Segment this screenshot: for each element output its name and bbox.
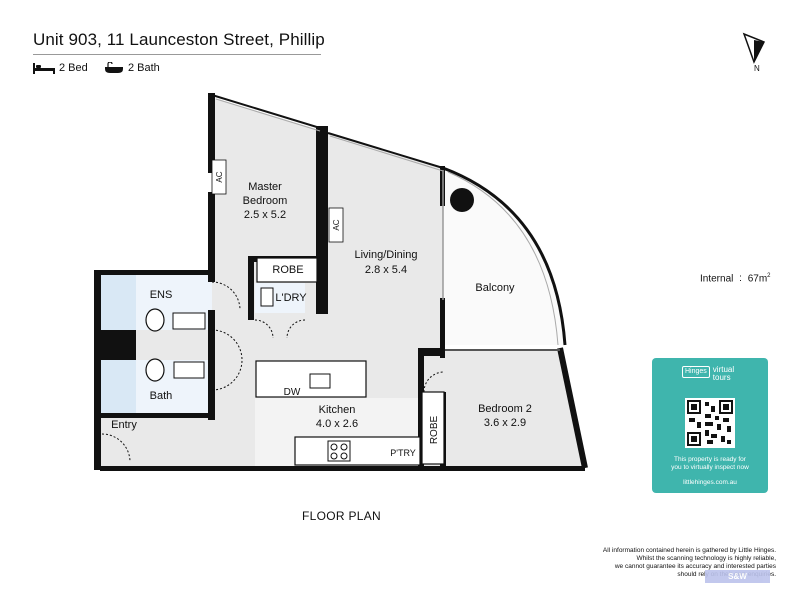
ac1-label: AC	[215, 171, 224, 182]
bed2-robe-name: ROBE	[429, 416, 440, 445]
master-robe	[256, 257, 318, 283]
bed2-robe	[421, 391, 445, 465]
ens-toilet-icon	[145, 308, 165, 332]
kitchen-name: Kitchen	[319, 404, 356, 416]
agency-badge: S&W	[705, 570, 770, 583]
kitchen-island	[255, 360, 367, 398]
bedroom2-name: Bedroom 2	[478, 403, 532, 415]
column	[450, 188, 474, 212]
sink-icon	[309, 373, 331, 389]
north-arrow-icon	[742, 32, 766, 64]
card-line2: you to virtually inspect now	[671, 464, 749, 471]
master-bedroom-dims: 2.5 x 5.2	[244, 209, 286, 221]
living-dining-dims: 2.8 x 5.4	[365, 264, 407, 276]
ac2-label: AC	[332, 219, 341, 230]
property-title: Unit 903, 11 Launceston Street, Phillip	[33, 30, 325, 49]
internal-area: Internal : 67m2	[700, 273, 771, 284]
bath-vanity	[173, 361, 205, 379]
master-bedroom-name-1: Master	[248, 181, 282, 193]
qr-code-icon[interactable]	[685, 398, 735, 448]
master-robe-name: ROBE	[272, 264, 303, 276]
master-bedroom-name-2: Bedroom	[243, 195, 288, 207]
balcony-name: Balcony	[475, 282, 515, 294]
card-description: This property is ready for you to virtua…	[658, 456, 762, 472]
baths-feature: 2 Bath	[104, 62, 160, 74]
floor-plan-label: FLOOR PLAN	[302, 509, 382, 523]
north-label: N	[754, 64, 760, 73]
kitchen-bench	[294, 436, 421, 466]
internal-separator: :	[739, 273, 742, 285]
ens-shower	[100, 275, 136, 330]
logo-box-text: Hinges	[682, 366, 710, 378]
entry-name: Entry	[111, 419, 137, 431]
logo-line1: virtual	[712, 365, 735, 374]
beds-feature: 2 Bed	[33, 62, 88, 74]
disclaimer-line3: we cannot guarantee its accuracy and int…	[614, 563, 776, 570]
living-dining-name: Living/Dining	[355, 249, 418, 261]
bath-icon	[105, 62, 123, 73]
ens-name: ENS	[150, 289, 173, 301]
bedroom2-dims: 3.6 x 2.9	[484, 417, 526, 429]
internal-value: 67m	[747, 273, 768, 285]
laundry-tub	[260, 287, 274, 307]
bath-shower	[100, 360, 136, 413]
laundry-name: L'DRY	[275, 292, 307, 304]
bed-icon	[33, 63, 55, 74]
baths-label: 2 Bath	[128, 62, 160, 74]
disclaimer-line2: Whilst the scanning technology is highly…	[636, 555, 776, 562]
beds-label: 2 Bed	[59, 62, 88, 74]
pantry-name: P'TRY	[390, 448, 416, 458]
ens-vanity	[172, 312, 206, 330]
logo-line2: tours	[712, 373, 731, 382]
door-swings	[101, 281, 445, 463]
card-line1: This property is ready for	[674, 456, 746, 463]
title-divider	[33, 54, 321, 55]
card-url-link[interactable]: littlehinges.com.au	[683, 479, 737, 486]
disclaimer-line1: All information contained herein is gath…	[602, 547, 776, 554]
bath-name: Bath	[150, 390, 173, 402]
internal-unit-power: 2	[767, 273, 771, 279]
dw-name: DW	[284, 387, 301, 398]
bath-toilet-icon	[145, 358, 165, 382]
kitchen-dims: 4.0 x 2.6	[316, 418, 358, 430]
internal-label: Internal	[700, 273, 734, 285]
balcony-area	[443, 168, 563, 345]
ac1-box	[211, 159, 227, 195]
cooktop-icon	[327, 440, 351, 462]
ac2-box	[328, 207, 344, 243]
